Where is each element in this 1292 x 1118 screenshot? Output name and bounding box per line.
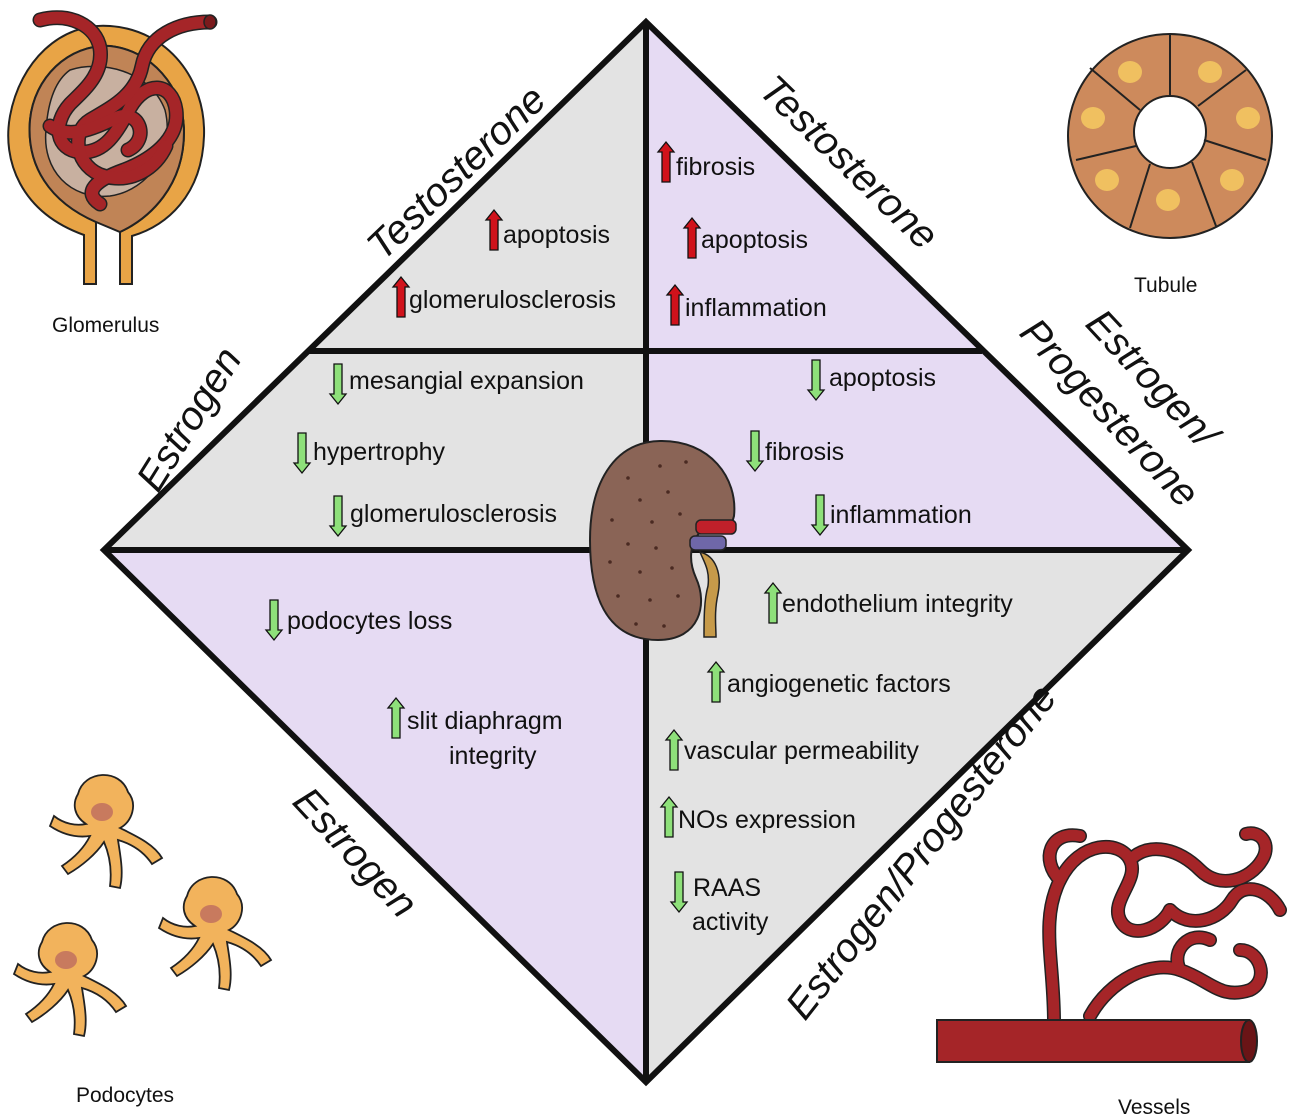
- effect-text: RAAS: [693, 874, 761, 902]
- effect-item: podocytes loss: [264, 599, 452, 642]
- effect-text: hypertrophy: [313, 438, 446, 466]
- effect-text: angiogenetic factors: [727, 670, 951, 698]
- arrow-up-red-icon: [656, 140, 676, 183]
- effect-item: mesangial expansion: [328, 363, 584, 406]
- arrow-down-green-icon: [806, 359, 826, 402]
- arrow-down-green-icon: [328, 363, 348, 406]
- effect-text: inflammation: [830, 501, 972, 529]
- effect-text: inflammation: [685, 294, 827, 322]
- arrow-up-green-icon: [659, 795, 679, 838]
- arrow-up-red-icon: [682, 216, 702, 259]
- effect-text-line2: integrity: [449, 742, 537, 770]
- effect-item: angiogenetic factors: [706, 660, 951, 703]
- effect-text: mesangial expansion: [349, 367, 584, 395]
- podocyte-cell: [48, 774, 164, 890]
- effect-item: vascular permeability: [664, 728, 919, 771]
- arrow-up-green-icon: [664, 728, 684, 771]
- effect-text: glomerulosclerosis: [350, 500, 557, 528]
- effect-text: apoptosis: [503, 221, 610, 249]
- podocyte-cell: [12, 922, 128, 1038]
- effect-item: slit diaphragm integrity: [386, 696, 563, 770]
- effect-text: fibrosis: [676, 153, 755, 181]
- effect-item: NOs expression: [659, 795, 856, 838]
- effect-text: apoptosis: [829, 364, 936, 392]
- label-vessels: Vessels: [1118, 1096, 1190, 1118]
- effect-text: slit diaphragm: [407, 707, 563, 735]
- effect-text: fibrosis: [765, 438, 844, 466]
- kidney-icon: [588, 439, 737, 642]
- effect-item: inflammation: [810, 494, 972, 537]
- effect-item: hypertrophy: [292, 432, 446, 475]
- effect-text-line2: activity: [692, 908, 769, 936]
- vessels-icon: [936, 826, 1287, 1063]
- arrow-up-red-icon: [665, 283, 685, 326]
- arrow-up-green-icon: [706, 660, 726, 703]
- arrow-down-green-icon: [669, 871, 689, 914]
- effect-text: endothelium integrity: [782, 590, 1013, 618]
- effect-item: RAAS activity: [669, 871, 769, 936]
- label-podocytes: Podocytes: [76, 1084, 174, 1107]
- arrow-down-green-icon: [745, 430, 765, 473]
- arrow-down-green-icon: [264, 599, 284, 642]
- effect-item: endothelium integrity: [763, 581, 1013, 624]
- glomerulus-icon: [7, 10, 218, 285]
- effect-item: apoptosis: [484, 208, 610, 251]
- arrow-up-green-icon: [763, 581, 783, 624]
- tubule-icon: [1067, 33, 1273, 239]
- effect-text: apoptosis: [701, 226, 808, 254]
- effect-item: inflammation: [665, 283, 827, 326]
- podocytes-icon: [12, 774, 273, 1038]
- effect-item: fibrosis: [656, 140, 755, 183]
- effect-text: podocytes loss: [287, 607, 452, 635]
- arrow-down-green-icon: [328, 495, 348, 538]
- effect-item: glomerulosclerosis: [328, 495, 557, 538]
- podocyte-cell: [157, 876, 273, 992]
- effect-item: fibrosis: [745, 430, 844, 473]
- effect-text: NOs expression: [678, 806, 856, 834]
- arrow-down-green-icon: [810, 494, 830, 537]
- effect-item: glomerulosclerosis: [391, 275, 616, 318]
- label-glomerulus: Glomerulus: [52, 314, 159, 337]
- label-tubule: Tubule: [1134, 274, 1197, 297]
- arrow-up-green-icon: [386, 696, 406, 739]
- effect-item: apoptosis: [682, 216, 808, 259]
- arrow-up-red-icon: [484, 208, 504, 251]
- arrow-down-green-icon: [292, 432, 312, 475]
- effect-text: glomerulosclerosis: [409, 286, 616, 314]
- effect-text: vascular permeability: [684, 737, 919, 765]
- arrow-up-red-icon: [391, 275, 411, 318]
- effect-item: apoptosis: [806, 359, 936, 402]
